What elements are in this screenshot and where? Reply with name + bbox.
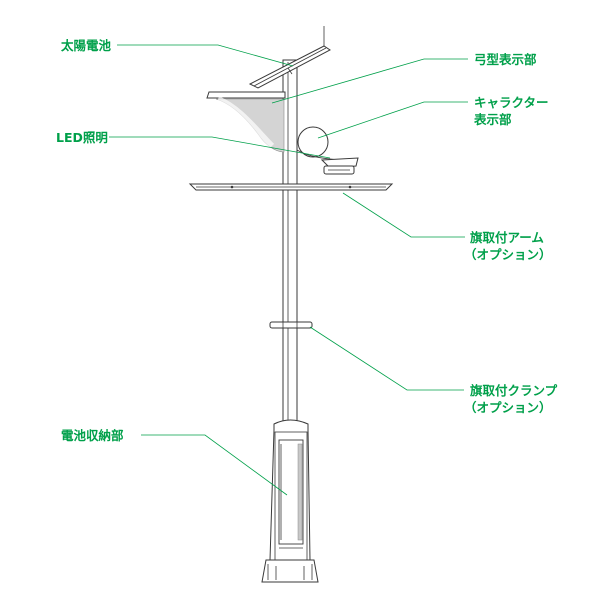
- leader-flag-clamp: [309, 326, 464, 391]
- leader-character-display: [317, 101, 468, 139]
- label-flag-arm-line2: （オプション）: [464, 247, 552, 262]
- label-bow-display: 弓型表示部: [474, 51, 537, 68]
- leader-flag-arm: [342, 192, 465, 238]
- character-display: [297, 126, 329, 158]
- leader-solar-panel: [117, 44, 294, 67]
- label-flag-clamp: 旗取付クランプ （オプション）: [464, 382, 558, 416]
- leader-led-lighting: [109, 136, 331, 159]
- solar-panel: [248, 26, 331, 89]
- leader-battery-housing: [141, 434, 288, 496]
- battery-housing: [261, 419, 319, 583]
- label-flag-arm: 旗取付アーム （オプション）: [464, 229, 552, 263]
- label-character-display: キャラクター 表示部: [474, 94, 549, 128]
- label-character-display-line2: 表示部: [474, 112, 512, 127]
- leader-lines: [109, 44, 468, 496]
- label-character-display-line1: キャラクター: [474, 95, 549, 110]
- leader-bow-display: [271, 58, 468, 104]
- flag-arm: [188, 183, 394, 191]
- label-solar-panel-text: 太陽電池: [61, 38, 112, 53]
- bow-display: [206, 91, 286, 153]
- label-led-lighting-text: LED照明: [56, 130, 108, 145]
- label-flag-clamp-line1: 旗取付クランプ: [470, 383, 558, 398]
- label-bow-display-text: 弓型表示部: [474, 52, 537, 67]
- streetlight-pole: [282, 59, 298, 431]
- led-light: [296, 149, 359, 175]
- label-led-lighting: LED照明: [56, 129, 108, 146]
- flag-clamp: [269, 321, 313, 329]
- label-flag-arm-line1: 旗取付アーム: [470, 230, 544, 245]
- label-flag-clamp-line2: （オプション）: [464, 400, 552, 415]
- label-solar-panel: 太陽電池: [61, 37, 111, 54]
- label-battery-housing-text: 電池収納部: [61, 428, 124, 443]
- label-battery-housing: 電池収納部: [61, 427, 124, 444]
